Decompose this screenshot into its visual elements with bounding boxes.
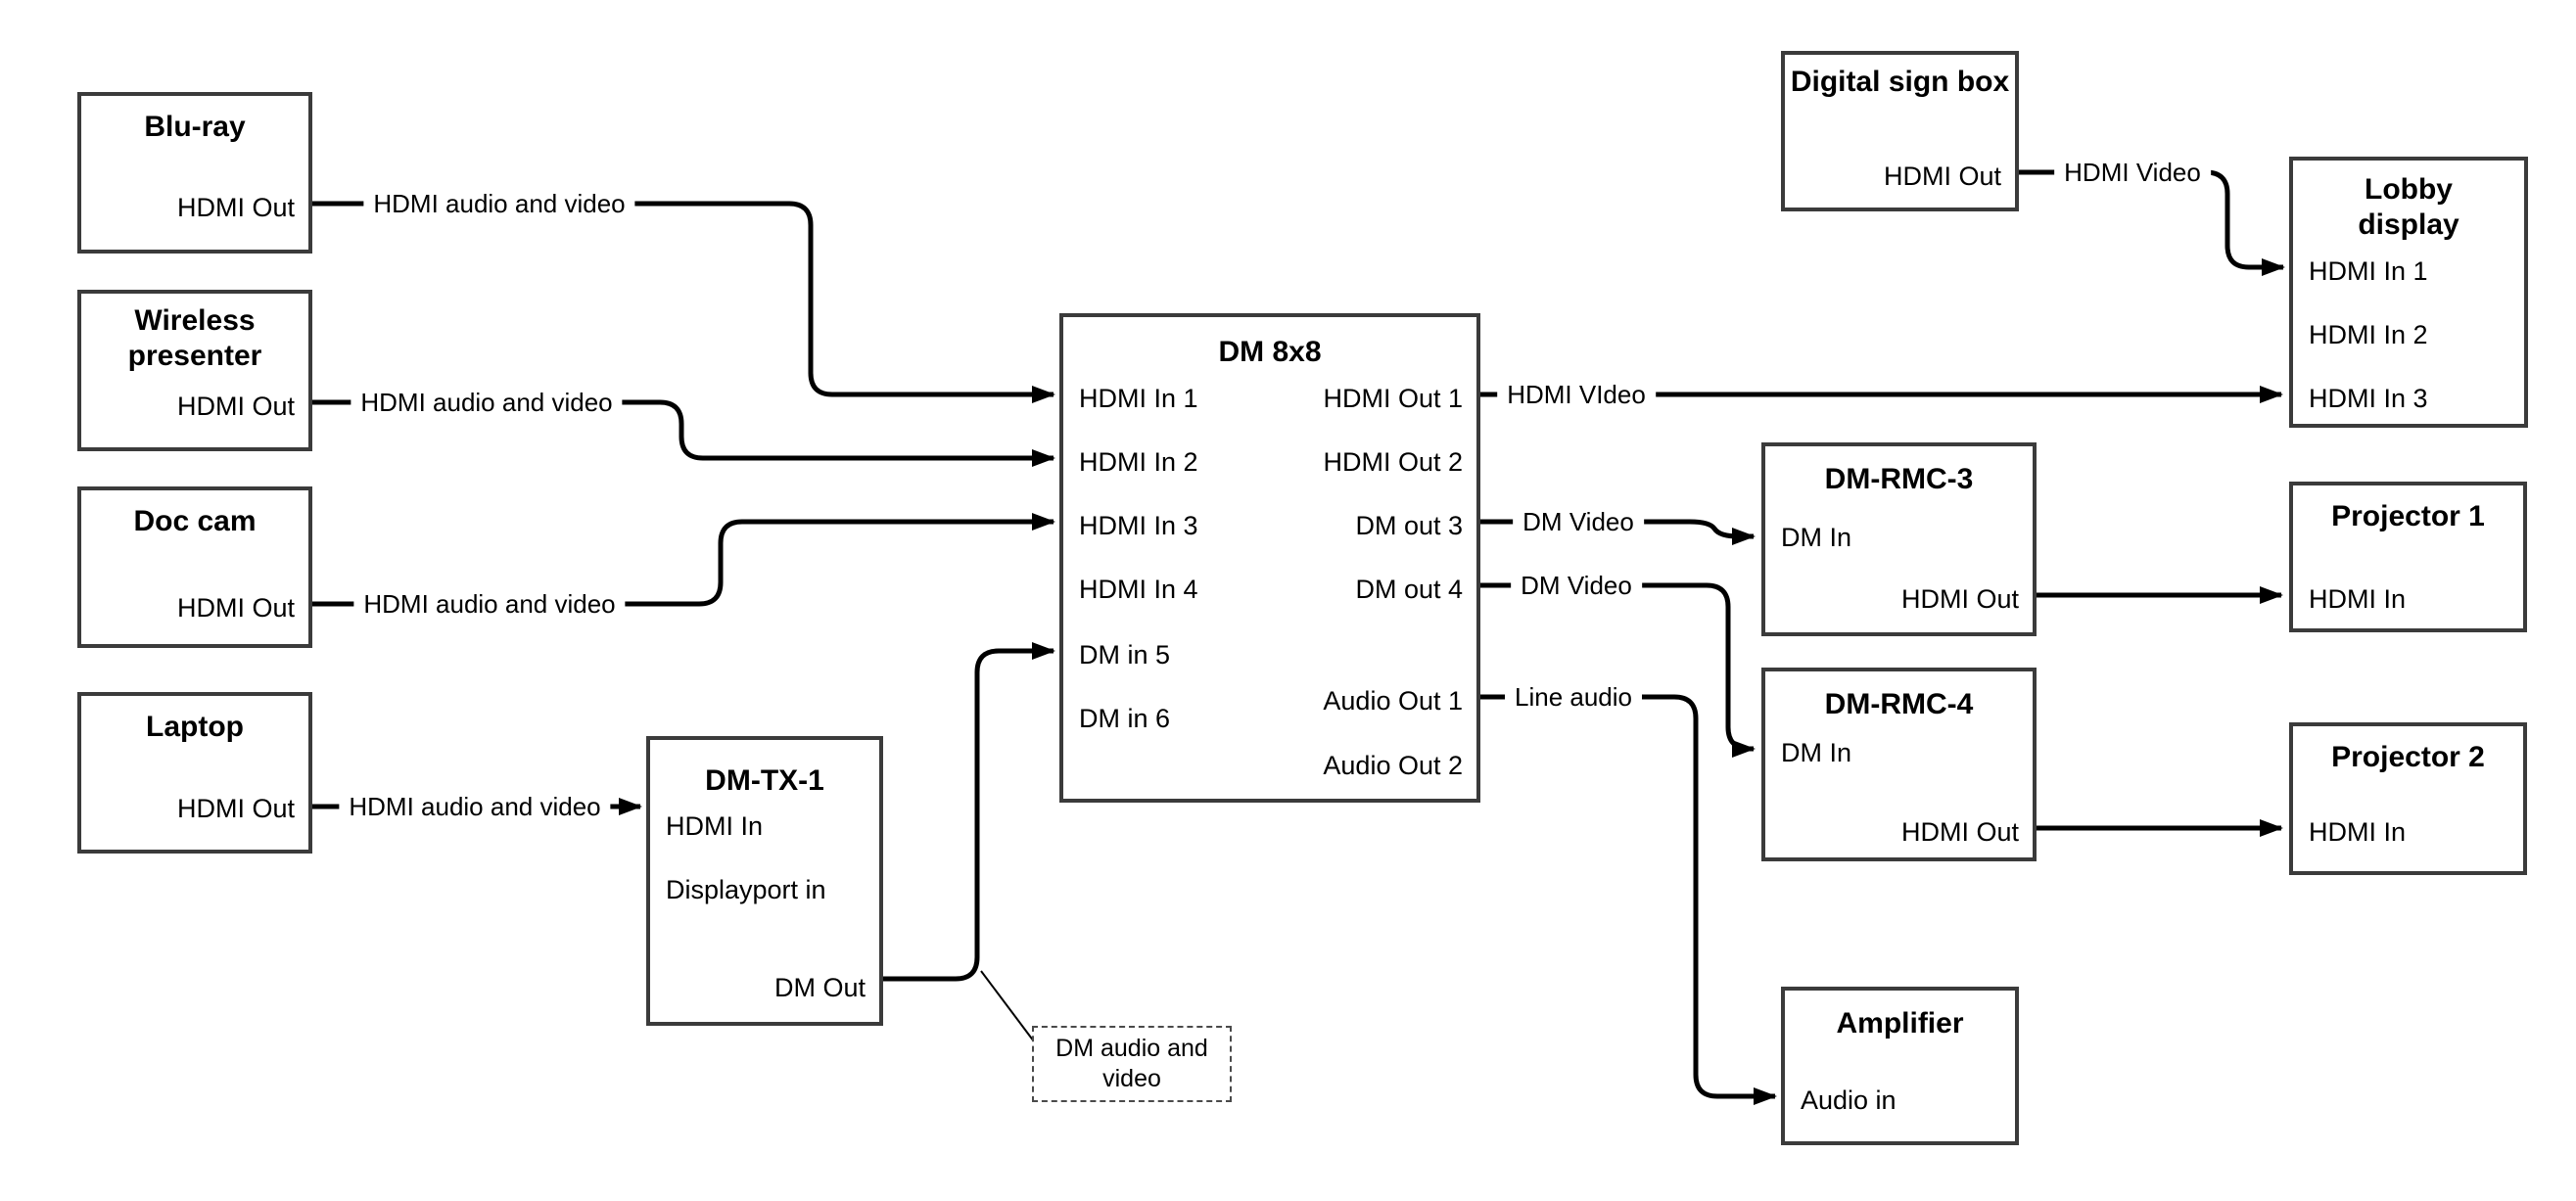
edge-label-hdmi-video-digitalsign: HDMI Video [2054,158,2211,187]
node-title: Wireless presenter [127,304,262,372]
port-hdmi-out: HDMI Out [1883,162,2001,191]
edge-doccam-to-dm8x8-in3 [312,513,1055,607]
port-hdmi-out: HDMI Out [1900,817,2019,847]
node-doc-cam: Doc cam HDMI Out [77,486,312,648]
port-dm-in: DM In [1781,523,1852,552]
port-hdmi-in: HDMI In [2309,584,2407,614]
port-hdmi-out: HDMI Out [176,593,295,623]
node-title: Blu-ray [144,111,246,143]
port-hdmi-in: HDMI In [2309,817,2407,847]
port-hdmi-out: HDMI Out [176,193,295,222]
node-title: DM-RMC-4 [1824,688,1974,720]
port-hdmi-out-1: HDMI Out 1 [1323,384,1463,413]
edge-wireless-to-dm8x8-in2 [312,399,1055,467]
node-title: DM-TX-1 [705,764,824,797]
edge-label-hdmi-audio-and-video-wireless: HDMI audio and video [351,388,623,417]
port-hdmi-in-3: HDMI In 3 [1079,511,1198,540]
edge-label-hdmi-audio-and-video-bluray: HDMI audio and video [363,189,635,218]
edge-dm8x8-audio1-to-amplifier [1480,694,1777,1105]
port-hdmi-out-2: HDMI Out 2 [1323,447,1463,477]
node-dm-tx-1: DM-TX-1 HDMI In Displayport in DM Out [646,736,883,1026]
port-hdmi-in-2: HDMI In 2 [2309,320,2428,349]
port-hdmi-out: HDMI Out [1900,584,2019,614]
edge-label-dm-video-out4: DM Video [1511,571,1642,600]
port-dm-out-4: DM out 4 [1355,575,1463,604]
port-dm-in: DM In [1781,738,1852,767]
edge-label-hdmi-audio-and-video-laptop: HDMI audio and video [339,792,611,821]
node-title: DM-RMC-3 [1824,463,1974,495]
edge-dmtx1-to-dm8x8-dm-in5 [883,642,1055,982]
port-hdmi-in-1: HDMI In 1 [1079,384,1198,413]
node-digital-sign-box: Digital sign box HDMI Out [1781,51,2019,211]
node-title: Projector 2 [2331,741,2485,773]
node-title: Digital sign box [1790,66,2010,98]
node-title: Doc cam [133,505,257,537]
port-displayport-in: Displayport in [666,875,826,904]
edge-label-hdmi-audio-and-video-doccam: HDMI audio and video [353,589,626,619]
node-amplifier: Amplifier Audio in [1781,987,2019,1145]
port-hdmi-in-4: HDMI In 4 [1079,575,1198,604]
edge-label-hdmi-video-out1: HDMI VIdeo [1497,380,1656,409]
edge-label-dm-video-out3: DM Video [1513,507,1644,536]
node-bluray: Blu-ray HDMI Out [77,92,312,254]
node-projector-2: Projector 2 HDMI In [2289,722,2527,875]
port-hdmi-in: HDMI In [666,811,764,841]
port-audio-in: Audio in [1801,1086,1897,1115]
node-lobby-display: Lobby display HDMI In 1 HDMI In 2 HDMI I… [2289,157,2528,428]
node-dm-8x8: DM 8x8 HDMI In 1 HDMI In 2 HDMI In 3 HDM… [1059,313,1480,803]
port-hdmi-in-1: HDMI In 1 [2309,256,2428,286]
node-projector-1: Projector 1 HDMI In [2289,482,2527,632]
node-title: Laptop [146,711,244,743]
port-hdmi-in-3: HDMI In 3 [2309,384,2428,413]
port-dm-out: DM Out [773,973,866,1002]
node-title: DM 8x8 [1218,336,1322,368]
node-title: Projector 1 [2331,500,2485,532]
annotation-leader-line [980,970,1035,1042]
port-dm-out-3: DM out 3 [1355,511,1463,540]
port-hdmi-out: HDMI Out [176,794,295,823]
port-audio-out-1: Audio Out 1 [1323,686,1463,716]
edge-digitalsign-to-lobby-in1 [2019,169,2285,276]
node-dm-rmc-4: DM-RMC-4 DM In HDMI Out [1761,668,2037,861]
edge-dm8x8-out4-to-rmc4-dm-in [1480,582,1756,758]
node-laptop: Laptop HDMI Out [77,692,312,854]
annotation-dm-audio-and-video: DM audio and video [1032,1026,1232,1102]
port-hdmi-out: HDMI Out [176,392,295,421]
port-dm-in-5: DM in 5 [1079,640,1171,670]
node-title: Lobby display [2358,173,2459,241]
edge-dm8x8-out3-to-rmc3-dm-in [1480,519,1756,545]
port-hdmi-in-2: HDMI In 2 [1079,447,1198,477]
node-dm-rmc-3: DM-RMC-3 DM In HDMI Out [1761,442,2037,636]
node-title: Amplifier [1836,1007,1964,1039]
node-wireless-presenter: Wireless presenter HDMI Out [77,290,312,451]
edge-label-line-audio: Line audio [1505,682,1642,712]
port-audio-out-2: Audio Out 2 [1323,751,1463,780]
edge-bluray-to-dm8x8-in1 [312,201,1055,403]
port-dm-in-6: DM in 6 [1079,704,1171,733]
